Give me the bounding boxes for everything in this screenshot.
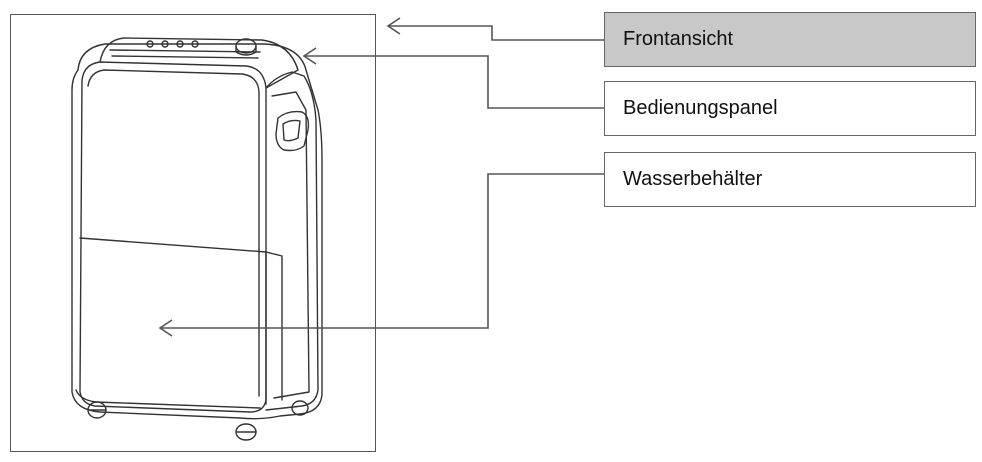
label-bedienungspanel: Bedienungspanel [604, 81, 976, 136]
handle [275, 110, 310, 152]
top-panel [99, 37, 299, 89]
product-figure-frame [10, 14, 376, 452]
label-wasserbehaelter: Wasserbehälter [604, 152, 976, 207]
label-frontansicht-text: Frontansicht [623, 28, 734, 50]
front-face [79, 61, 267, 413]
water-tank-line [79, 237, 267, 405]
body-outline [71, 43, 323, 420]
wheel-back [291, 400, 309, 416]
leader-line-bedienungspanel [304, 55, 604, 109]
leader-line-wasserbehaelter [160, 173, 604, 329]
label-frontansicht: Frontansicht [604, 12, 976, 67]
side-panel [265, 71, 319, 411]
control-knob [235, 38, 257, 54]
label-bedienungspanel-text: Bedienungspanel [623, 97, 778, 119]
leader-line-frontansicht [388, 25, 604, 41]
label-wasserbehaelter-text: Wasserbehälter [623, 168, 763, 190]
